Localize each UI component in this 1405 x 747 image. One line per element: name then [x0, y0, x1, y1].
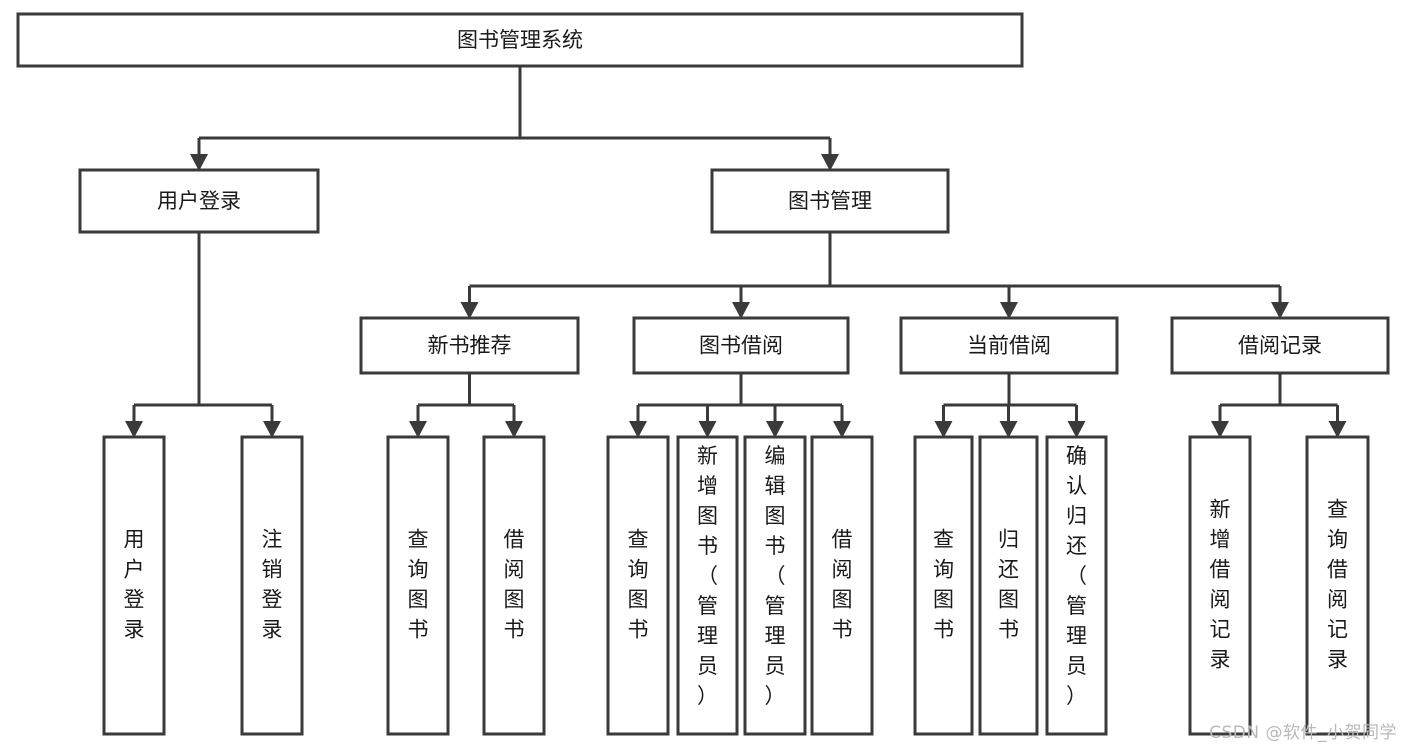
node-label: 借阅图书 [504, 528, 525, 642]
node-leaf-confirm-return[interactable]: 确认归还（管理员） [1045, 435, 1108, 736]
node-current-borrow[interactable]: 当前借阅 [899, 316, 1119, 375]
node-box [676, 435, 739, 736]
arrow-icon-leaf-borrow-book-rec [505, 421, 523, 438]
node-root[interactable]: 图书管理系统 [16, 12, 1024, 68]
node-label: 新书推荐 [428, 334, 512, 358]
node-leaf-add-record[interactable]: 新增借阅记录 [1188, 435, 1252, 736]
node-leaf-borrow-book-rec[interactable]: 借阅图书 [482, 435, 546, 736]
node-box [1188, 435, 1252, 736]
node-leaf-user-logout[interactable]: 注销登录 [240, 435, 304, 736]
node-label: 新增图书（管理员） [697, 444, 718, 708]
node-box [1305, 435, 1370, 736]
node-box [632, 316, 850, 375]
node-layer: 图书管理系统用户登录图书管理新书推荐图书借阅当前借阅借阅记录用户登录注销登录查询… [16, 12, 1390, 736]
node-label: 借阅图书 [832, 528, 853, 642]
node-borrow-record[interactable]: 借阅记录 [1170, 316, 1390, 375]
node-leaf-return-book[interactable]: 归还图书 [978, 435, 1039, 736]
arrow-icon-new-book-rec [460, 302, 479, 319]
node-box [978, 435, 1039, 736]
node-book-manage[interactable]: 图书管理 [710, 168, 950, 234]
watermark-text: CSDN @软件_小贺同学 [1209, 723, 1397, 743]
node-box [899, 316, 1119, 375]
arrow-icon-leaf-borrow-book-b [833, 421, 851, 438]
node-box [386, 435, 450, 736]
node-label: 查询图书 [933, 528, 954, 642]
node-label: 查询图书 [408, 528, 429, 642]
node-leaf-borrow-book-b[interactable]: 借阅图书 [810, 435, 874, 736]
arrow-icon-leaf-query-book-b [629, 421, 647, 438]
node-leaf-query-book-b[interactable]: 查询图书 [606, 435, 670, 736]
node-box [102, 435, 166, 736]
node-box [240, 435, 304, 736]
node-box [913, 435, 974, 736]
node-label: 图书管理 [788, 189, 872, 213]
node-label: 编辑图书（管理员） [765, 444, 786, 708]
node-box [1045, 435, 1108, 736]
node-label: 查询借阅记录 [1327, 498, 1348, 672]
node-label: 用户登录 [157, 189, 241, 213]
arrow-icon-user-login [190, 154, 208, 171]
node-label: 图书管理系统 [457, 28, 583, 52]
connector-layer [125, 66, 1347, 438]
node-box [606, 435, 670, 736]
node-label: 查询图书 [628, 528, 649, 642]
node-label: 借阅记录 [1238, 334, 1322, 358]
node-label: 新增借阅记录 [1210, 498, 1231, 672]
node-box [359, 316, 580, 375]
node-box [16, 12, 1024, 68]
arrow-icon-current-borrow [1000, 302, 1018, 319]
arrow-icon-leaf-add-record [1211, 421, 1229, 438]
arrow-icon-book-borrow [732, 302, 750, 319]
node-box [482, 435, 546, 736]
node-user-login[interactable]: 用户登录 [78, 168, 320, 234]
node-label: 用户登录 [124, 528, 145, 642]
arrow-icon-leaf-add-book [698, 421, 717, 438]
arrow-icon-leaf-query-book-c [934, 421, 953, 438]
node-label: 当前借阅 [967, 334, 1051, 358]
arrow-icon-borrow-record [1271, 302, 1289, 319]
node-box [1170, 316, 1390, 375]
node-box [78, 168, 320, 234]
node-label: 注销登录 [262, 528, 283, 642]
arrow-icon-leaf-query-book-rec [409, 421, 427, 438]
arrow-icon-leaf-user-login [125, 421, 143, 438]
arrow-icon-leaf-query-record [1328, 421, 1347, 438]
arrow-icon-leaf-edit-book [766, 421, 784, 438]
node-leaf-query-book-rec[interactable]: 查询图书 [386, 435, 450, 736]
node-new-book-rec[interactable]: 新书推荐 [359, 316, 580, 375]
node-label: 确认归还（管理员） [1066, 444, 1087, 708]
arrow-icon-leaf-confirm-return [1067, 421, 1086, 438]
node-box [810, 435, 874, 736]
node-leaf-add-book[interactable]: 新增图书（管理员） [676, 435, 739, 736]
node-leaf-query-book-c[interactable]: 查询图书 [913, 435, 974, 736]
node-leaf-user-login[interactable]: 用户登录 [102, 435, 166, 736]
node-label: 归还图书 [998, 528, 1019, 642]
node-box [710, 168, 950, 234]
node-box [743, 435, 807, 736]
arrow-icon-leaf-return-book [999, 421, 1018, 438]
node-label: 图书借阅 [699, 334, 783, 358]
node-leaf-query-record[interactable]: 查询借阅记录 [1305, 435, 1370, 736]
node-book-borrow[interactable]: 图书借阅 [632, 316, 850, 375]
arrow-icon-leaf-user-logout [263, 421, 281, 438]
node-leaf-edit-book[interactable]: 编辑图书（管理员） [743, 435, 807, 736]
arrow-icon-book-manage [821, 154, 839, 171]
